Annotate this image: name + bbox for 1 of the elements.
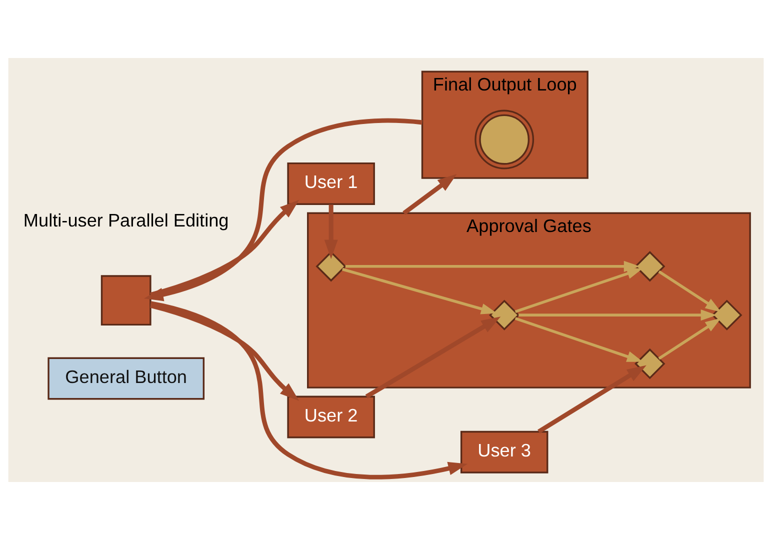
label: Multi-user Parallel Editing bbox=[23, 210, 229, 230]
